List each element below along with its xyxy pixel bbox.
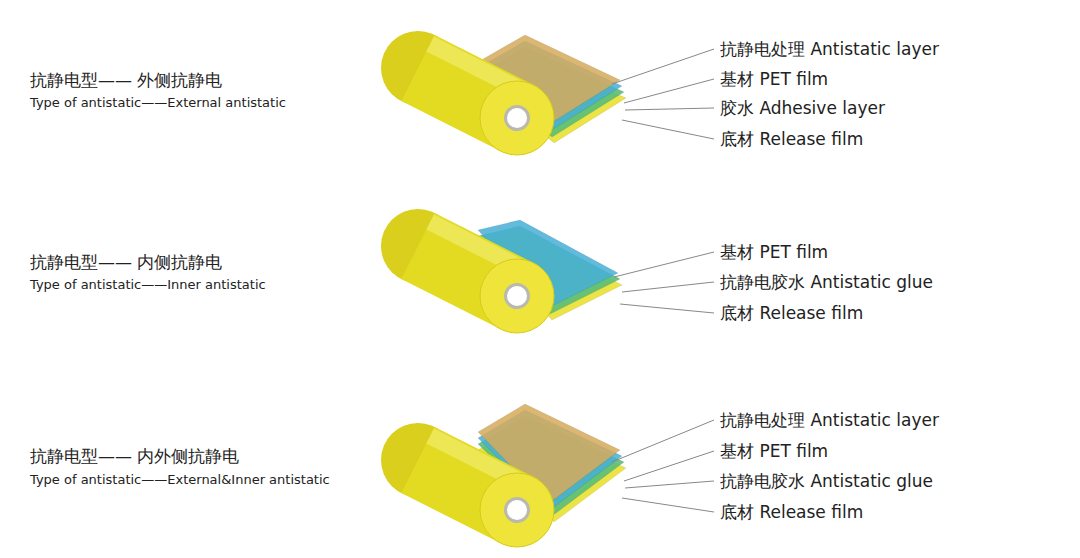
layer-label: 底材 Release film xyxy=(720,502,863,522)
layer-label: 底材 Release film xyxy=(720,129,863,149)
layer-label: 抗静电胶水 Antistatic glue xyxy=(720,471,933,491)
leader-line xyxy=(625,108,714,110)
roll-face xyxy=(480,473,554,547)
roll-core xyxy=(504,497,530,523)
type-label: Type of antistatic——Inner antistatic xyxy=(30,277,266,293)
roll-hole xyxy=(507,108,527,128)
type-label: 抗静电型—— 内侧抗静电 xyxy=(30,252,222,272)
type-label: Type of antistatic——External antistatic xyxy=(30,95,286,111)
leader-line xyxy=(625,481,714,488)
leader-line xyxy=(622,498,714,512)
leader-line xyxy=(622,282,714,292)
roll-hole xyxy=(507,286,527,306)
layer-label: 基材 PET film xyxy=(720,441,828,461)
layer-label: 基材 PET film xyxy=(720,242,828,262)
leader-line xyxy=(612,49,714,84)
layer-label: 抗静电胶水 Antistatic glue xyxy=(720,272,933,292)
leader-line xyxy=(614,252,714,277)
layer-label: 抗静电处理 Antistatic layer xyxy=(720,410,939,430)
leader-line xyxy=(624,451,714,481)
layer-label: 底材 Release film xyxy=(720,303,863,323)
roll-core xyxy=(504,283,530,309)
type-label: 抗静电型—— 外侧抗静电 xyxy=(30,70,222,90)
layer-label: 抗静电处理 Antistatic layer xyxy=(720,39,939,59)
leader-line xyxy=(620,304,714,313)
roll-core xyxy=(504,105,530,131)
roll-hole xyxy=(507,500,527,520)
leader-line xyxy=(622,120,714,139)
leader-line xyxy=(624,79,714,103)
type-label: Type of antistatic——External&Inner antis… xyxy=(30,472,330,488)
roll-face xyxy=(480,81,554,155)
roll-face xyxy=(480,259,554,333)
type-label: 抗静电型—— 内外侧抗静电 xyxy=(30,446,239,466)
layer-label: 胶水 Adhesive layer xyxy=(720,98,885,118)
layer-label: 基材 PET film xyxy=(720,69,828,89)
